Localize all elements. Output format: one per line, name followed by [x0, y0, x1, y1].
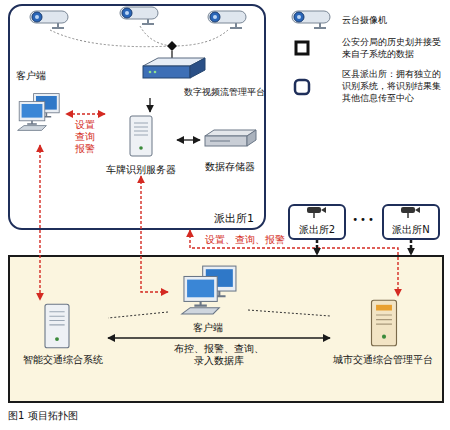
edge-label: 设置 查询 报警	[73, 119, 97, 155]
connector	[410, 240, 413, 255]
legend-rounded-square	[295, 80, 309, 94]
station-box: 派出所N	[382, 204, 440, 240]
node-label: 车牌识别服务器	[105, 164, 177, 176]
node-label: 数据存储器	[200, 161, 260, 173]
legend-square	[296, 42, 308, 54]
node-label: 客户端	[168, 322, 248, 334]
node-label: 智能交通综合系统	[18, 354, 108, 366]
client-node: 客户端	[168, 262, 248, 334]
node-label: 派出所N	[384, 224, 438, 236]
station-box: 派出所2	[288, 204, 346, 240]
legend-camera	[292, 11, 330, 28]
edge-label: 布控、报警、查询、 录入数据库	[172, 343, 266, 367]
node-label: 派出所2	[290, 224, 344, 236]
node-label: 派出所1	[214, 212, 254, 225]
legend-text: 公安分局的历史划并接受 来自子系统的数据	[342, 36, 446, 60]
edge-label: 设置、查询、报警	[203, 234, 287, 246]
legend-text: 云台摄像机	[342, 14, 446, 26]
video-platform: 数字视频流管理平台	[140, 54, 265, 98]
traffic-system-server: 智能交通综合系统	[18, 300, 108, 366]
ellipsis-label: •••	[349, 214, 379, 226]
data-storage: 数据存储器	[200, 125, 260, 173]
client-node: 客户端	[14, 70, 66, 145]
figure-caption: 图1 项目拓扑图	[8, 410, 78, 422]
node-label: 客户端	[16, 70, 46, 82]
station-box: 派出所1 数字视频流管理平台 客户端车牌识别服务器 数据存储器	[8, 4, 266, 230]
node-label: 城市交通综合管理平台	[330, 354, 435, 366]
city-platform-server: 城市交通综合管理平台	[330, 296, 435, 366]
center-band: 客户端智能交通综合系统 城市交通综合管理平台	[8, 255, 444, 403]
legend-text: 区县派出所：拥有独立的 识别系统，将识别结果集 其他信息传至中心	[342, 68, 446, 104]
recognition-server: 车牌识别服务器	[105, 112, 177, 176]
node-label: 数字视频流管理平台	[184, 87, 265, 98]
connector	[316, 240, 319, 255]
